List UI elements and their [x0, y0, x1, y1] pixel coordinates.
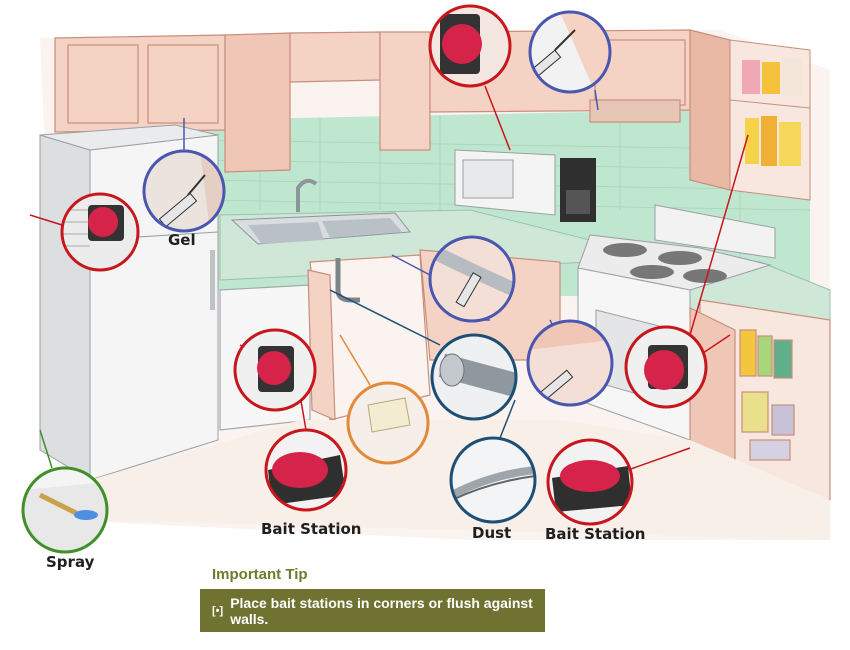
callout-gel-corner — [526, 319, 614, 407]
callout-right-cabinet-bait-station — [624, 325, 708, 409]
important-tip-title: Important Tip — [212, 566, 308, 583]
right-shelves — [729, 39, 811, 201]
callout-spray — [21, 466, 109, 554]
callout-fridge-bait-station — [60, 192, 140, 272]
callout-cabinet-bait-station — [428, 4, 512, 88]
callout-bait-station-right — [546, 438, 634, 526]
sink — [230, 178, 411, 245]
label-bait-station-left: Bait Station — [261, 520, 362, 538]
important-tip-box: [•] Place bait stations in corners or fl… — [200, 589, 545, 632]
callout-bait-station-floor — [264, 428, 348, 512]
callout-dust — [449, 436, 537, 524]
callout-pipe — [430, 333, 518, 421]
label-bait-station-right: Bait Station — [545, 525, 646, 543]
label-dust: Dust — [472, 524, 512, 542]
callout-gel-under-sink — [428, 235, 516, 323]
label-gel: Gel — [168, 231, 196, 249]
tip-bullet-icon: [•] — [212, 604, 224, 617]
label-spray: Spray — [46, 553, 95, 571]
callout-gel — [142, 149, 226, 233]
callout-under-cabinet-bait — [346, 381, 430, 465]
callout-gel-cabinet — [528, 10, 612, 94]
microwave — [454, 149, 556, 216]
coffee-maker — [560, 158, 596, 222]
callout-dishwasher-bait-station — [233, 328, 317, 412]
tip-text: Place bait stations in corners or flush … — [230, 594, 533, 627]
